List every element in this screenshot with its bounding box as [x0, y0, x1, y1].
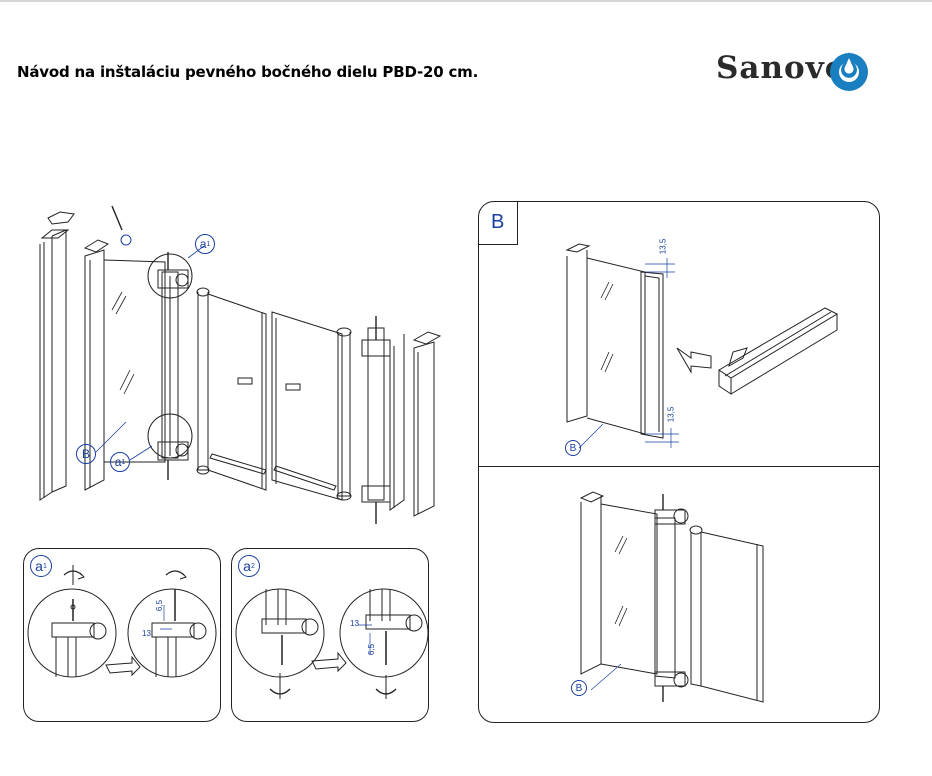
sanovo-logo: Sanovo — [712, 44, 872, 96]
top-border-line — [0, 0, 932, 2]
panel-a2-dim-side: 13 — [350, 619, 359, 628]
panel-b-drawing — [565, 243, 839, 703]
panel-a2-dim-bottom: 6,5 — [367, 643, 377, 656]
panel-b-dim-bottom: 13,5 — [666, 406, 676, 423]
detail-panel-b: B — [478, 201, 880, 723]
callout-leaders — [95, 245, 205, 461]
panel-b-divider — [479, 466, 879, 467]
panel-b-label-top: B — [565, 440, 581, 456]
exploded-view-drawing — [39, 205, 442, 524]
panel-a1-dim-top: 6,5 — [155, 599, 165, 612]
panel-a1-drawing — [27, 565, 217, 678]
panel-a1-dim-side: 13 — [142, 629, 151, 638]
panel-b-tag: B — [491, 211, 505, 233]
water-drop-icon — [830, 52, 868, 91]
document-title: Návod na inštaláciu pevného bočného diel… — [17, 63, 479, 81]
panel-a2-drawing — [235, 588, 428, 699]
panel-b-tag-box: B — [479, 202, 518, 245]
panel-b-label-bottom: B — [571, 680, 587, 696]
callout-b: B — [76, 444, 96, 464]
panel-b-dim-top: 13,5 — [658, 238, 668, 255]
brand-name: Sanovo — [716, 50, 847, 86]
